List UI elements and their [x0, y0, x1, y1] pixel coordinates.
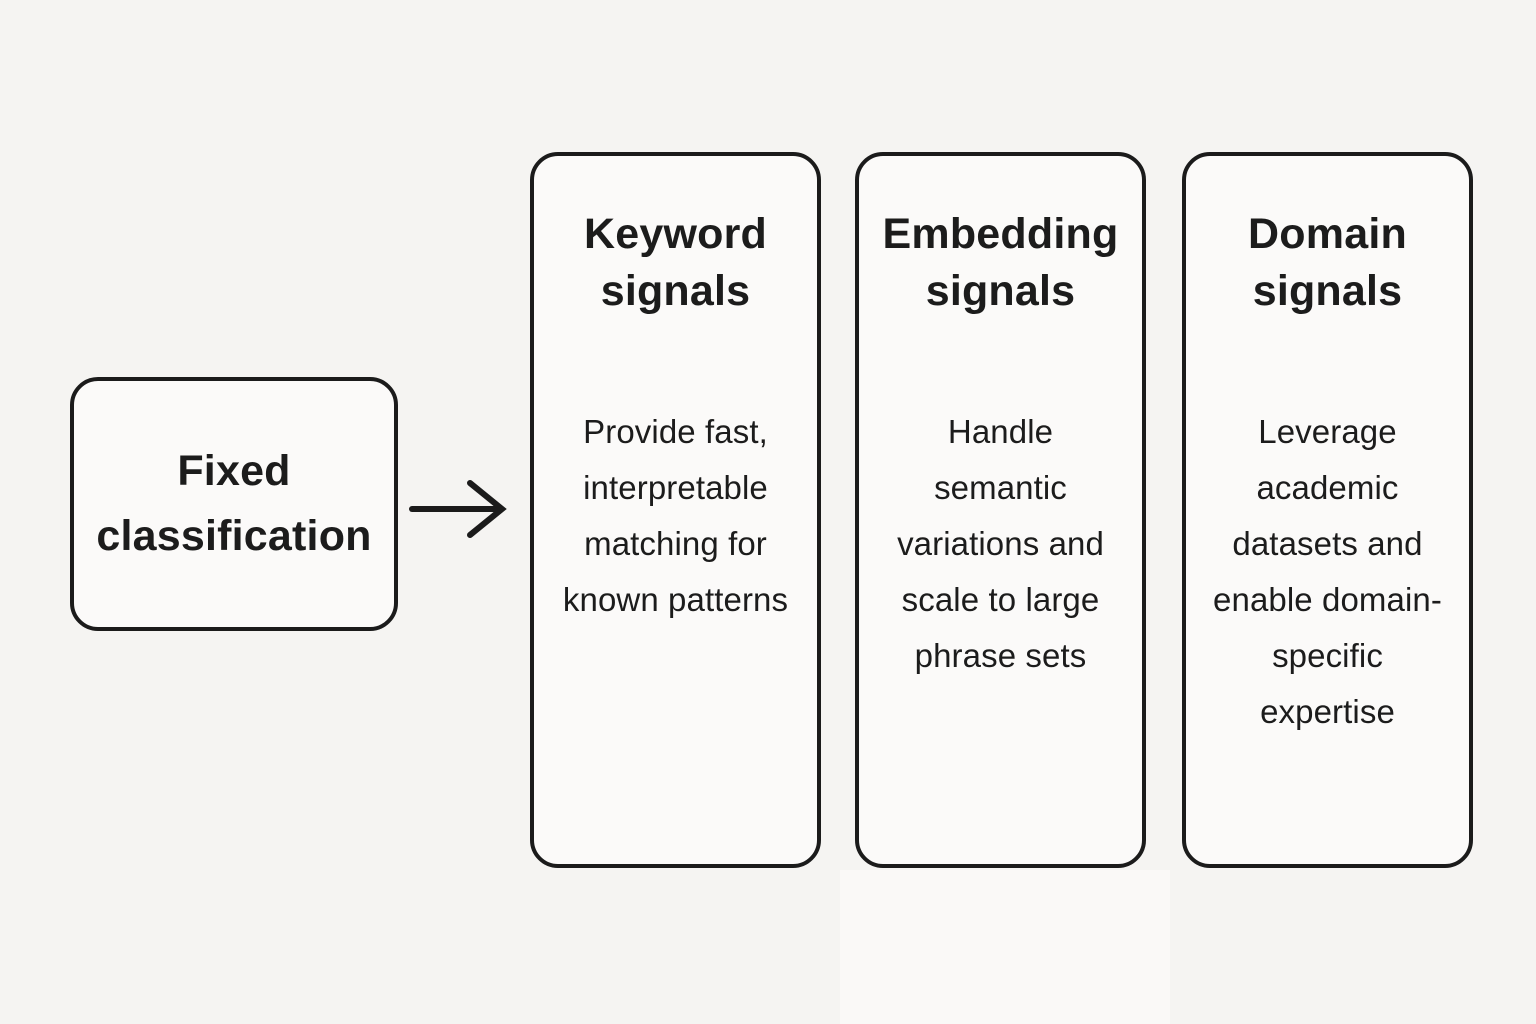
card-title: Domain signals [1248, 210, 1407, 315]
arrow-right-icon [409, 480, 507, 538]
card-keyword-signals: Keyword signals Provide fast, interpreta… [530, 152, 821, 868]
card-title: Keyword signals [584, 210, 767, 315]
card-body: Provide fast, interpretable matching for… [562, 412, 789, 618]
fixed-classification-label: Fixed classification [96, 446, 372, 560]
fixed-classification-box: Fixed classification [70, 377, 398, 631]
card-embedding-signals: Embedding signals Handle semantic variat… [855, 152, 1146, 868]
card-body: Handle semantic variations and scale to … [897, 412, 1104, 674]
card-domain-signals: Domain signals Leverage academic dataset… [1182, 152, 1473, 868]
card-body: Leverage academic datasets and enable do… [1213, 412, 1442, 730]
card-title: Embedding signals [882, 210, 1119, 315]
